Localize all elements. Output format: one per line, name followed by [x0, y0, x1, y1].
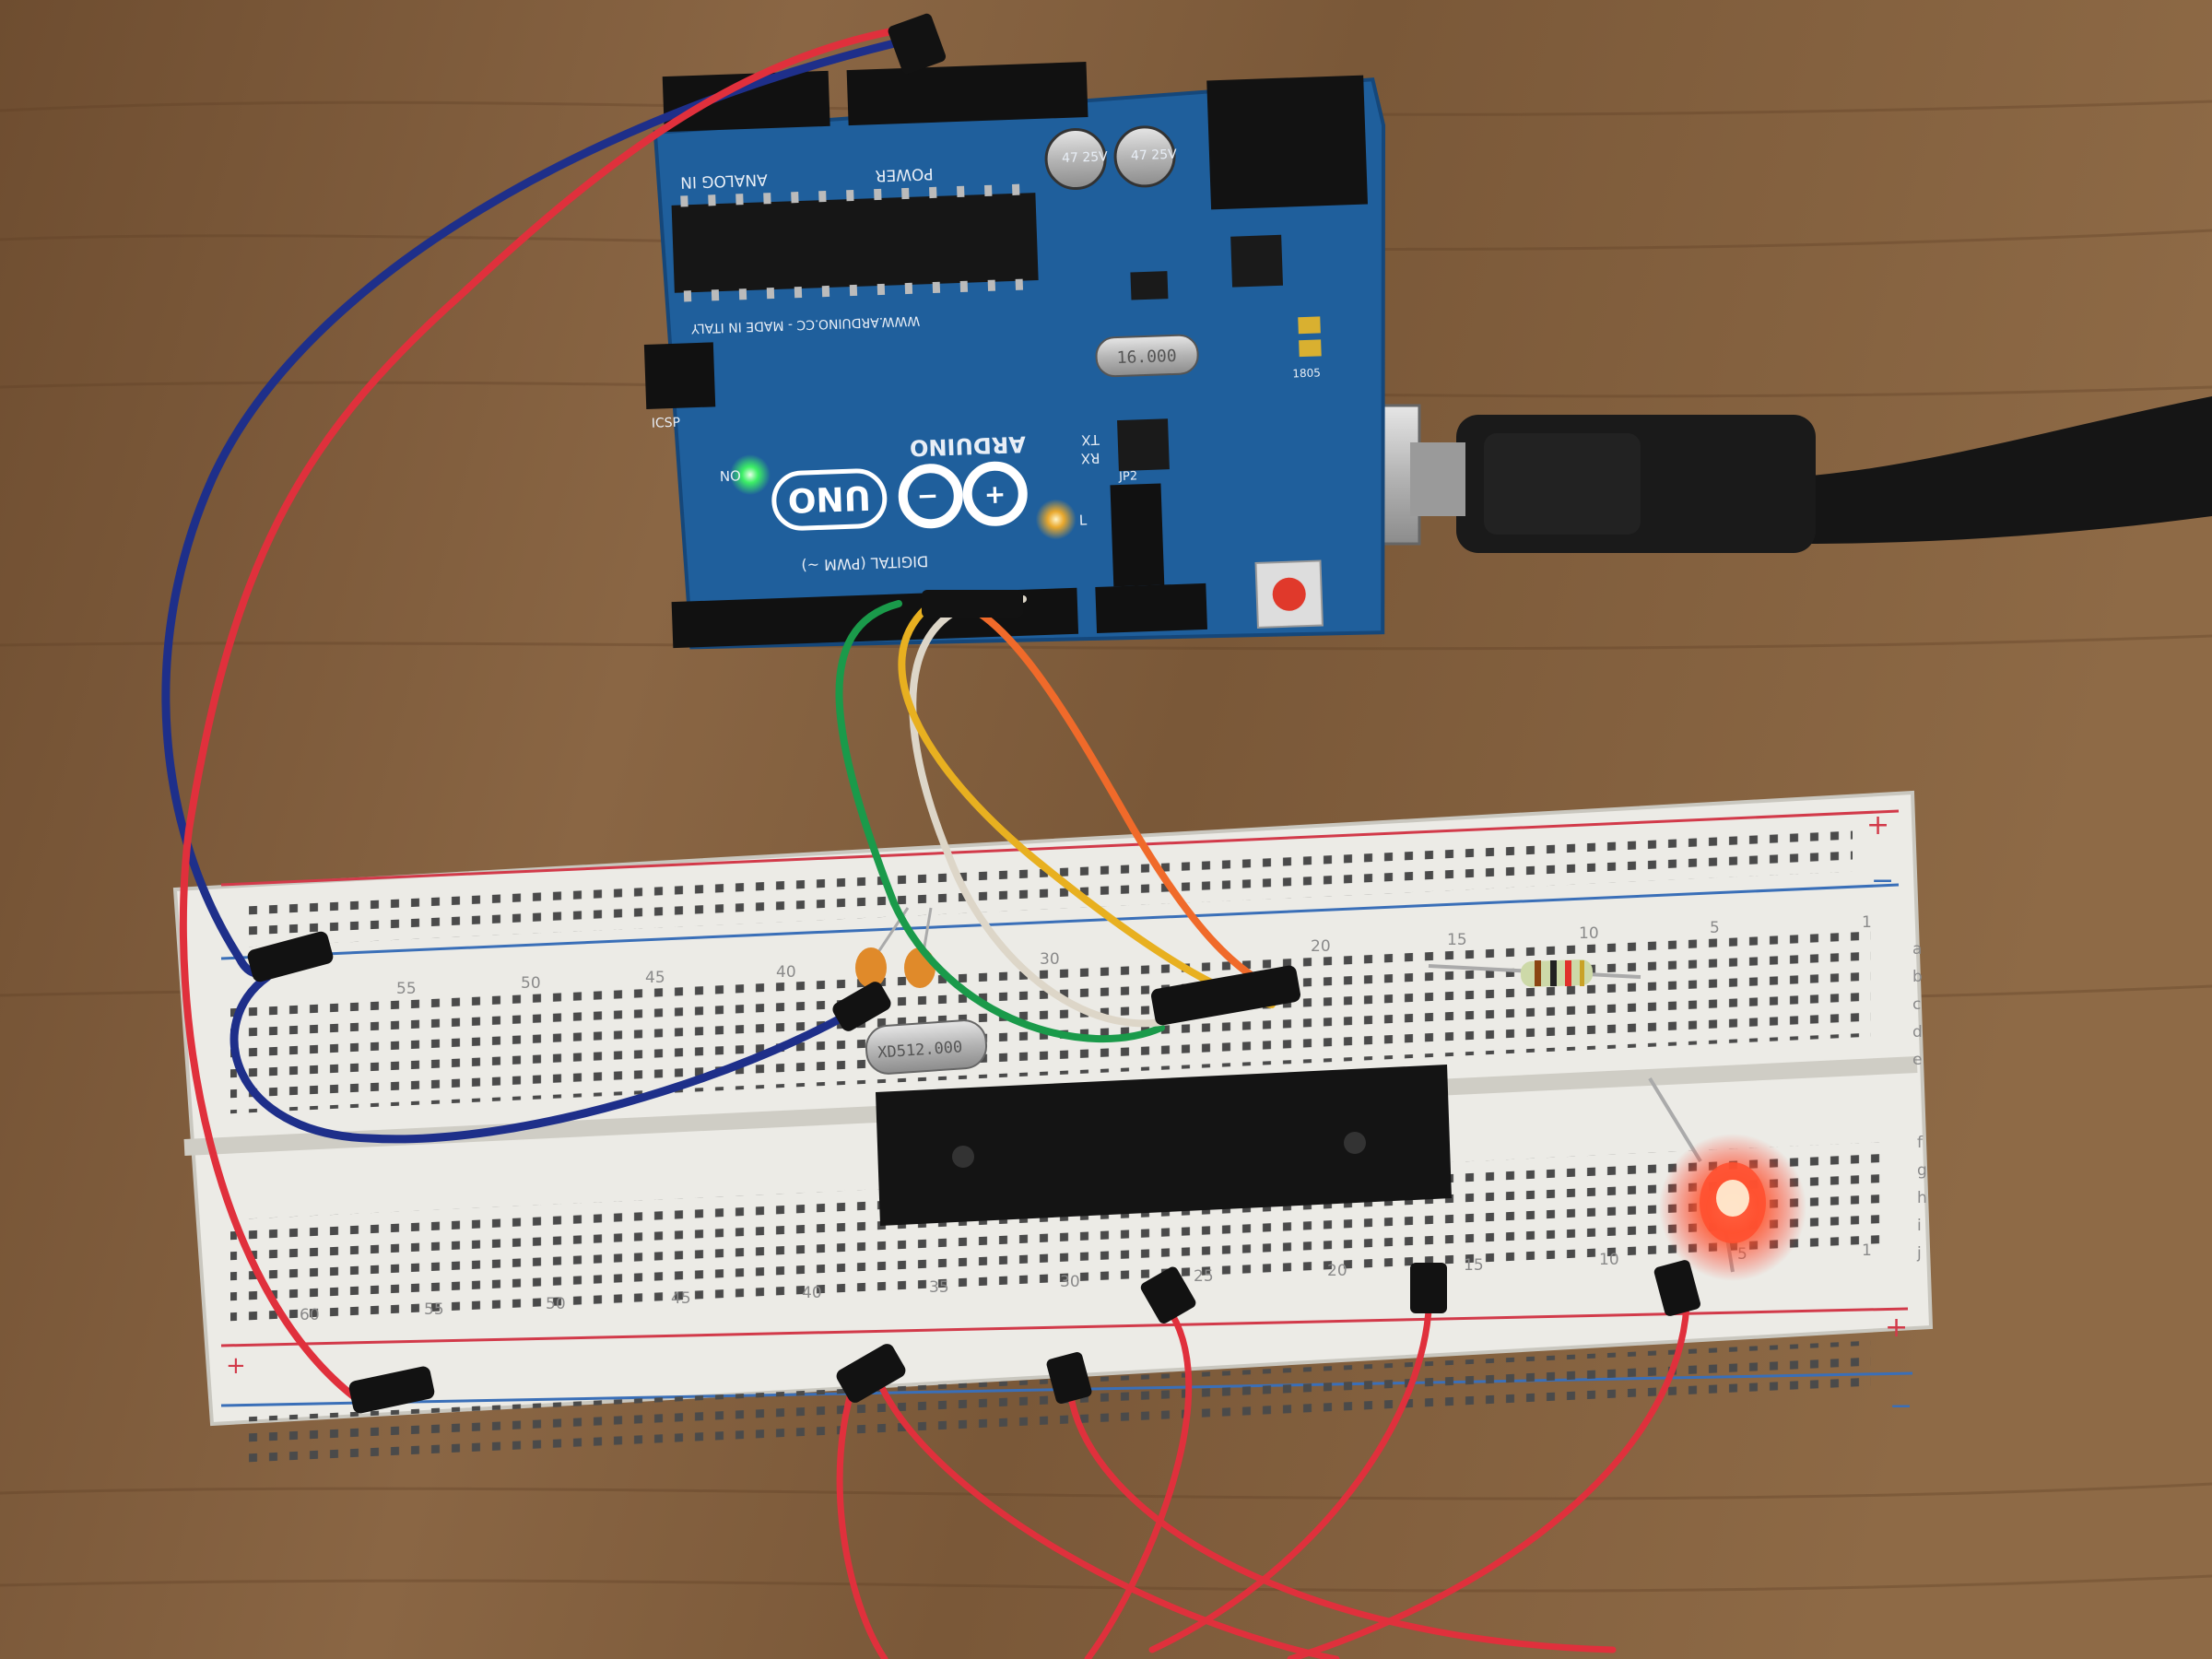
svg-text:e: e	[1912, 1051, 1922, 1069]
green-wire[interactable]	[835, 600, 1165, 1042]
svg-text:30: 30	[1060, 1273, 1080, 1291]
analog-in-label: ANALOG IN	[680, 170, 768, 191]
svg-text:20: 20	[1311, 937, 1331, 956]
svg-text:5: 5	[1710, 919, 1720, 937]
svg-text:20: 20	[1327, 1262, 1347, 1280]
uno-badge	[771, 468, 888, 531]
svg-text:−: −	[916, 480, 939, 512]
crystal-oscillator: XD512.000	[865, 1019, 988, 1075]
svg-text:10: 10	[1579, 924, 1599, 943]
digital-label: DIGITAL (PWM ~)	[801, 552, 928, 574]
board-model: UNO	[787, 478, 871, 519]
analog-header[interactable]	[662, 70, 830, 133]
red-wire-c[interactable]	[1065, 1379, 1617, 1653]
red-wire-b[interactable]	[872, 1370, 1340, 1659]
svg-text:40: 40	[802, 1284, 822, 1302]
bottom-plus-label: +	[1885, 1312, 1908, 1344]
red-wire-long[interactable]	[179, 24, 916, 1405]
l-label: L	[1078, 512, 1088, 528]
red-wire-e[interactable]	[1148, 1277, 1433, 1653]
dip40-chip	[876, 1065, 1452, 1226]
smd-label: 1805	[1292, 366, 1321, 380]
svg-text:55: 55	[424, 1300, 444, 1319]
power-led	[729, 454, 771, 496]
cap1-label: 47 25V	[1062, 149, 1109, 166]
svg-text:35: 35	[929, 1278, 949, 1297]
svg-text:15: 15	[1464, 1256, 1484, 1275]
top-minus-label: −	[1871, 865, 1894, 897]
svg-text:45: 45	[645, 969, 665, 987]
board-crystal-label: 16.000	[1116, 347, 1177, 368]
atmega-chip	[671, 193, 1039, 293]
orange-wire[interactable]	[927, 594, 1294, 999]
breadboard: + − + − + a b c d e f g h i j 55 50 45 4…	[172, 790, 1934, 1464]
board-crystal	[1095, 334, 1199, 378]
power-label: POWER	[875, 164, 934, 184]
svg-text:1: 1	[1862, 1241, 1872, 1260]
svg-text:f: f	[1917, 1134, 1924, 1152]
svg-text:45: 45	[671, 1289, 691, 1308]
on-label: ON	[720, 466, 742, 484]
blue-wire-2[interactable]	[229, 972, 862, 1144]
svg-text:d: d	[1912, 1023, 1923, 1041]
red-wire-a[interactable]	[836, 1370, 888, 1659]
column-numbers-top: 55 50 45 40 30 20 15 10 5 1	[396, 913, 1872, 998]
svg-text:1: 1	[1862, 913, 1872, 932]
svg-text:b: b	[1912, 968, 1923, 986]
row-letters-bottom: f g h i j	[1916, 1134, 1927, 1263]
cap2-label: 47 25V	[1131, 147, 1178, 164]
svg-text:40: 40	[776, 963, 796, 982]
capacitor	[1044, 128, 1107, 191]
svg-text:50: 50	[546, 1295, 566, 1313]
svg-text:j: j	[1916, 1244, 1922, 1263]
red-wire-f[interactable]	[1287, 1277, 1690, 1659]
white-wire[interactable]	[909, 594, 1193, 1028]
power-header[interactable]	[846, 62, 1088, 126]
capacitor	[1113, 125, 1176, 188]
red-wire-d[interactable]	[1084, 1296, 1193, 1659]
svg-text:+: +	[983, 478, 1006, 510]
ceramic-capacitors	[855, 907, 935, 988]
icsp-header[interactable]	[643, 342, 716, 409]
svg-text:30: 30	[1040, 950, 1060, 969]
column-numbers-bottom: 60 55 50 45 40 35 30 25 20 15 10 5 1	[300, 1241, 1872, 1324]
top-plus-label: +	[1866, 809, 1889, 841]
red-led	[1648, 1077, 1806, 1281]
svg-text:15: 15	[1447, 931, 1467, 949]
board-brand: ARDUINO	[910, 431, 1027, 461]
bottom-terminal-holes[interactable]	[230, 1141, 1889, 1326]
tx-label: TX	[1081, 431, 1100, 449]
icsp2-header[interactable]	[1110, 483, 1165, 587]
dc-power-jack[interactable]	[1206, 75, 1369, 210]
svg-text:50: 50	[521, 974, 541, 993]
svg-text:c: c	[1912, 995, 1921, 1014]
left-plus-label: +	[226, 1352, 246, 1380]
reset-button[interactable]	[1272, 577, 1306, 611]
icsp-label: ICSP	[652, 416, 681, 431]
svg-text:10: 10	[1599, 1251, 1619, 1269]
rx-label: RX	[1080, 450, 1100, 467]
arduino-logo-icon: − +	[898, 461, 1028, 529]
svg-text:55: 55	[396, 980, 417, 998]
jp2-label: JP2	[1118, 469, 1137, 484]
svg-text:h: h	[1917, 1189, 1927, 1207]
svg-text:a: a	[1912, 940, 1922, 959]
jumper-wires	[161, 13, 1700, 1659]
bottom-minus-label: −	[1889, 1390, 1912, 1422]
arduino-uno-board: 47 25V 47 25V 16.000 1805 ICSP	[643, 62, 1386, 650]
top-rail-holes[interactable]	[249, 825, 1853, 947]
l-led	[1035, 499, 1077, 540]
svg-text:g: g	[1917, 1161, 1927, 1180]
svg-text:60: 60	[300, 1306, 320, 1324]
row-letters-top: a b c d e	[1912, 940, 1923, 1069]
svg-text:i: i	[1917, 1217, 1922, 1235]
resistor	[1428, 959, 1641, 987]
svg-text:25: 25	[1194, 1267, 1214, 1286]
top-terminal-holes[interactable]	[230, 930, 1871, 1114]
blue-wire[interactable]	[161, 32, 926, 978]
